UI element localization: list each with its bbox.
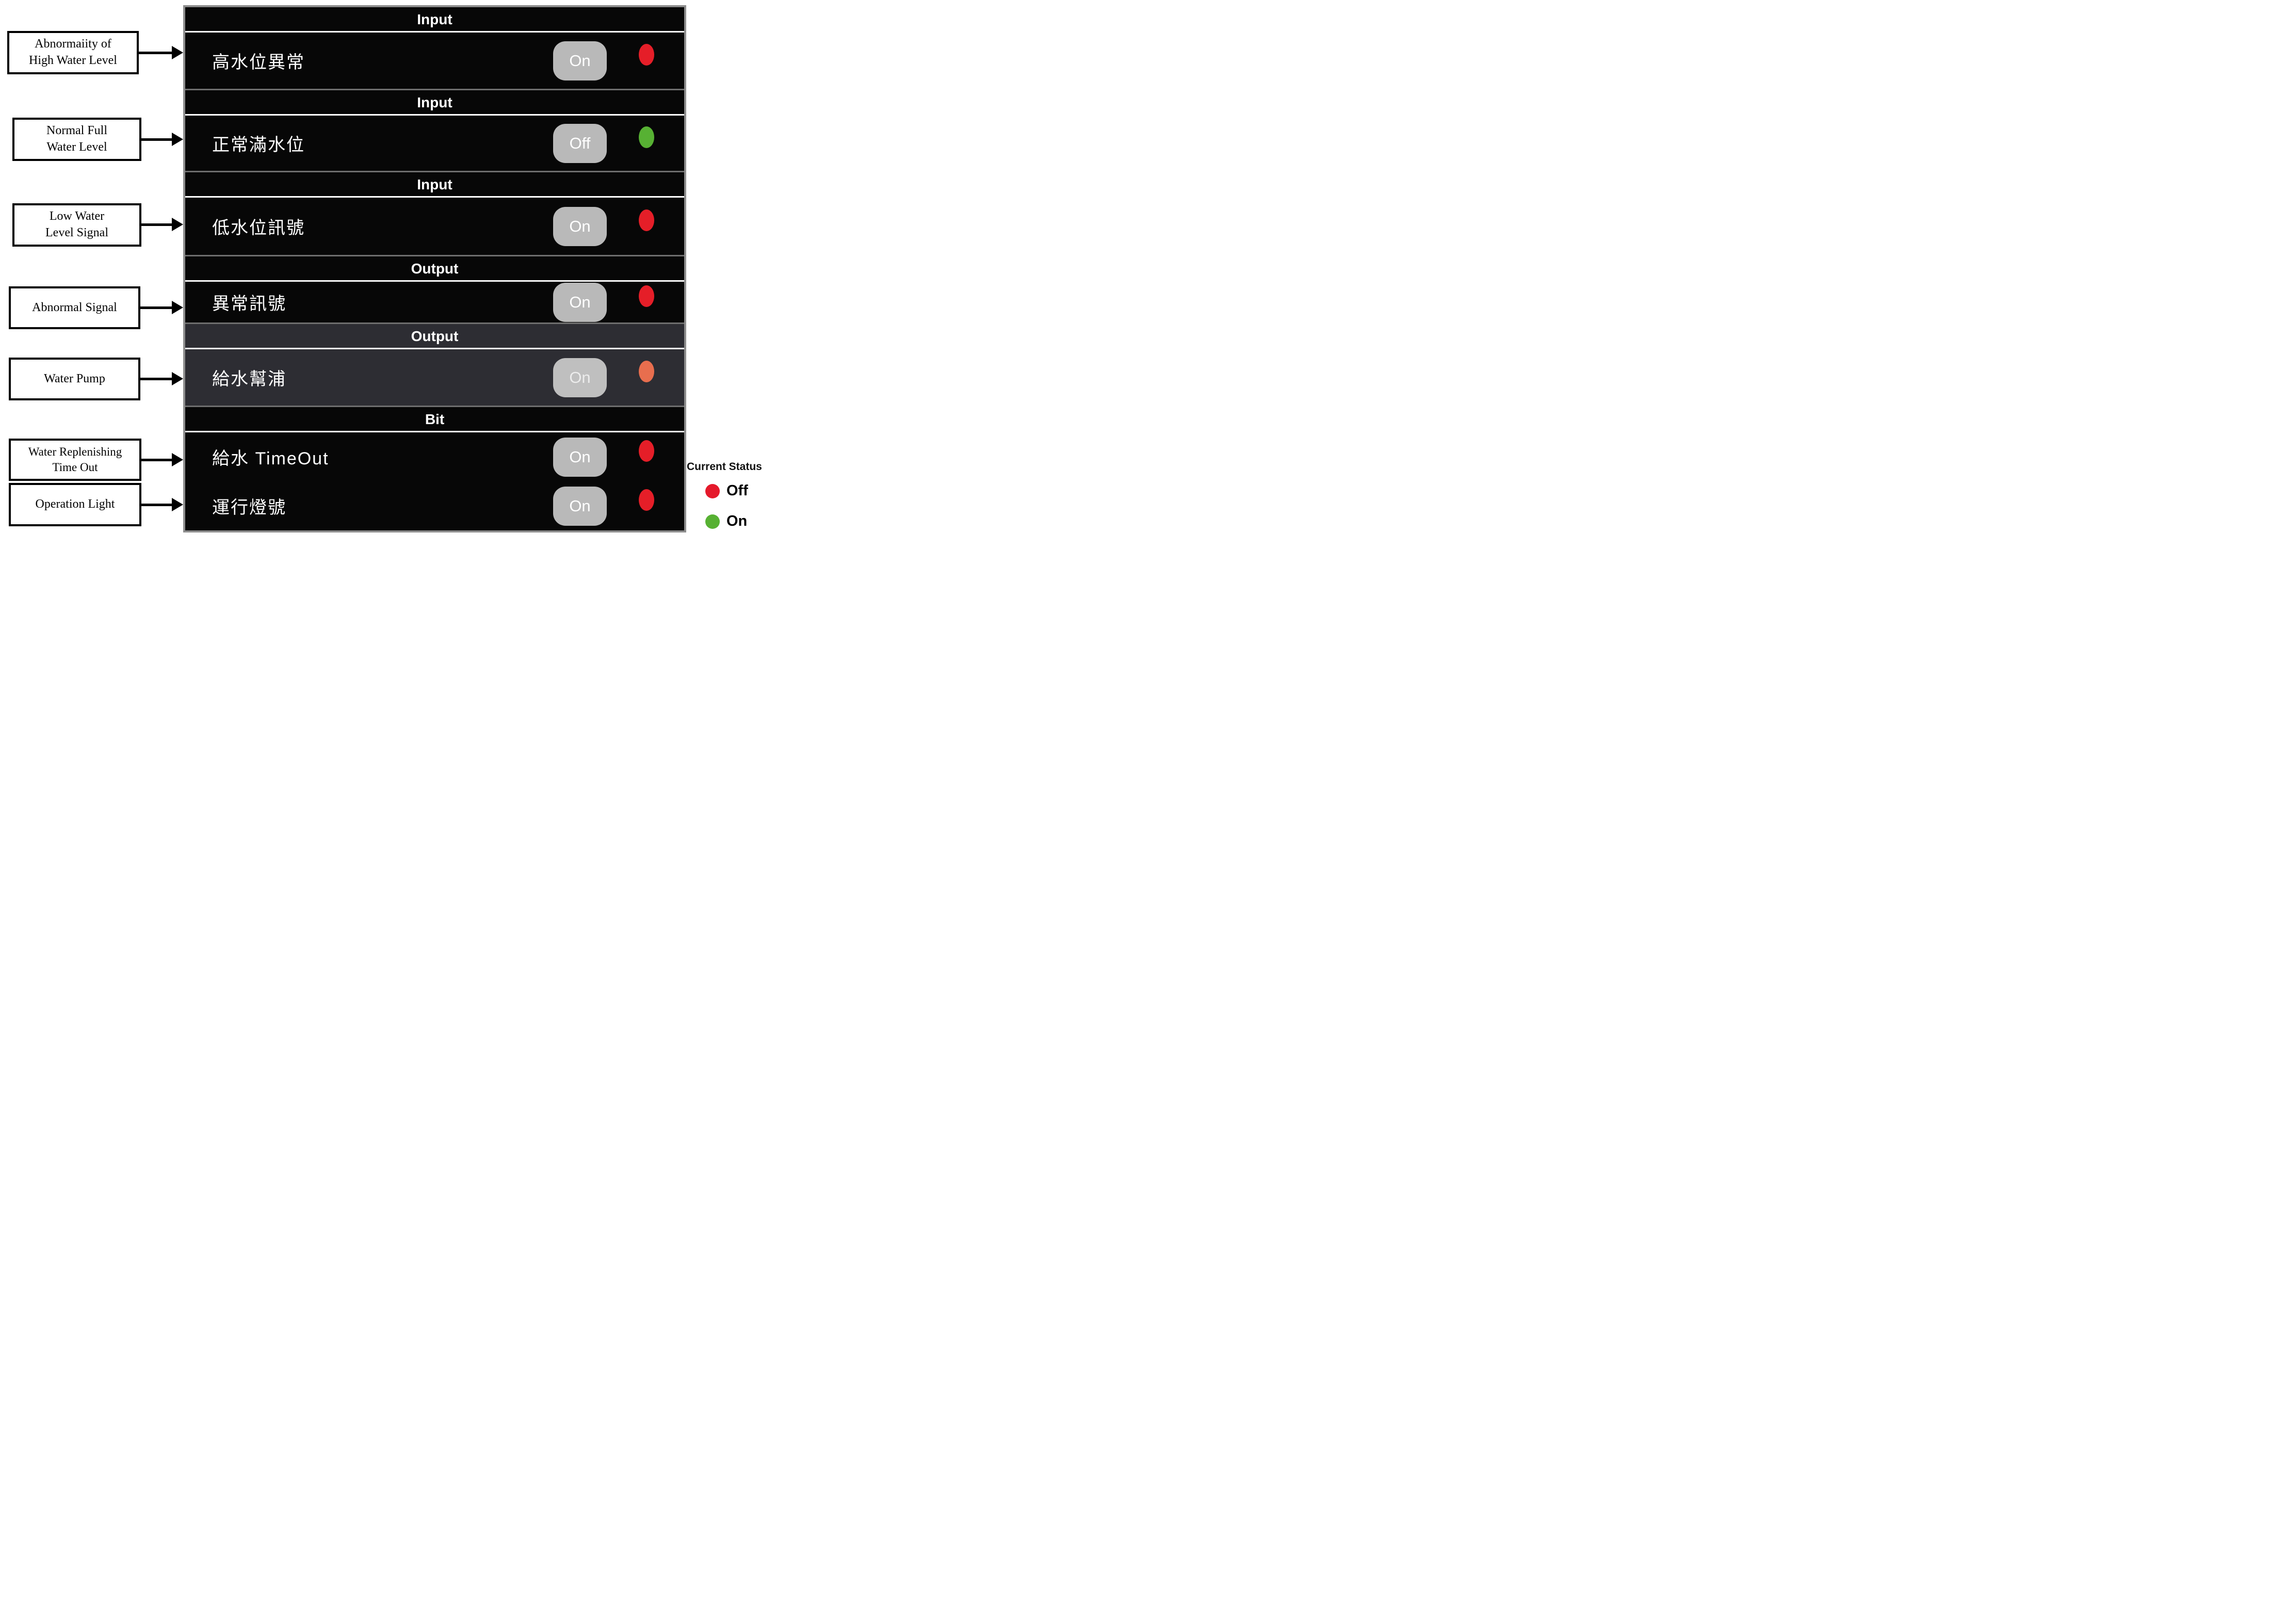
section-low-water-level-signal: Input 低水位訊號 On: [185, 171, 684, 255]
signal-row: 低水位訊號 On: [185, 198, 684, 255]
signal-label: 異常訊號: [212, 294, 286, 314]
status-light: [639, 43, 654, 66]
legend-label: Off: [726, 482, 748, 499]
signal-label: 給水 TimeOut: [212, 449, 329, 468]
signal-row: 高水位異常 On: [185, 33, 684, 89]
signal-label: 運行燈號: [212, 498, 286, 518]
annotation-high-water-abnormality: Abnormaiity of High Water Level: [7, 31, 139, 74]
status-light: [639, 126, 654, 148]
annotation-normal-full-water-level: Normal Full Water Level: [12, 118, 141, 161]
toggle-button[interactable]: On: [553, 282, 607, 322]
section-water-pump-highlighted: Output 給水幫浦 On: [185, 322, 684, 406]
arrow-icon: [140, 372, 183, 385]
section-header: Output: [411, 328, 459, 344]
section-normal-full-water-level: Input 正常滿水位 Off: [185, 89, 684, 171]
legend-item-on: On: [705, 513, 765, 530]
status-legend: Current Status Off On: [687, 461, 765, 530]
annotation-operation-light: Operation Light: [9, 483, 141, 526]
section-header: Output: [411, 261, 459, 277]
signal-row: 運行燈號 On: [185, 481, 684, 530]
signal-label: 低水位訊號: [212, 218, 305, 238]
section-header: Input: [417, 94, 452, 110]
arrow-icon: [141, 498, 183, 511]
arrow-icon: [139, 46, 183, 59]
arrow-icon: [141, 218, 183, 231]
section-header: Input: [417, 176, 452, 192]
section-divider: [185, 114, 684, 116]
toggle-button[interactable]: On: [553, 358, 607, 397]
arrow-icon: [141, 453, 183, 466]
toggle-button[interactable]: Off: [553, 123, 607, 163]
section-high-water-abnormality: Input 高水位異常 On: [185, 7, 684, 89]
section-header: Input: [417, 11, 452, 27]
green-status-icon: [705, 514, 720, 529]
status-light: [639, 209, 654, 231]
status-light: [639, 489, 654, 511]
section-header: Bit: [425, 411, 445, 427]
signal-label: 正常滿水位: [212, 135, 305, 155]
signal-row: 給水幫浦 On: [185, 349, 684, 406]
status-light: [639, 440, 654, 462]
signal-label: 給水幫浦: [212, 369, 286, 389]
status-panel: Input 高水位異常 On Input 正常滿水位 Off Input 低水位…: [183, 5, 686, 532]
arrow-icon: [140, 301, 183, 314]
water-system-status-diagram: Abnormaiity of High Water Level Normal F…: [0, 0, 765, 534]
signal-label: 高水位異常: [212, 53, 305, 72]
toggle-button[interactable]: On: [553, 206, 607, 246]
toggle-button[interactable]: On: [553, 486, 607, 526]
section-divider: [185, 31, 684, 33]
section-abnormal-signal: Output 異常訊號 On: [185, 255, 684, 322]
signal-row: 異常訊號 On: [185, 282, 684, 322]
signal-row: 正常滿水位 Off: [185, 116, 684, 171]
legend-item-off: Off: [705, 482, 765, 499]
toggle-button[interactable]: On: [553, 41, 607, 80]
toggle-button[interactable]: On: [553, 437, 607, 477]
section-divider: [185, 348, 684, 349]
annotation-abnormal-signal: Abnormal Signal: [9, 286, 140, 329]
status-light: [639, 360, 654, 382]
annotation-low-water-level-signal: Low Water Level Signal: [12, 203, 141, 247]
section-divider: [185, 431, 684, 432]
legend-title: Current Status: [687, 461, 762, 473]
annotation-water-pump: Water Pump: [9, 358, 140, 400]
arrow-icon: [141, 133, 183, 146]
signal-row: 給水 TimeOut On: [185, 432, 684, 481]
section-divider: [185, 280, 684, 282]
status-light: [639, 285, 654, 307]
section-bit: Bit 給水 TimeOut On 運行燈號 On: [185, 406, 684, 530]
section-divider: [185, 196, 684, 198]
red-status-icon: [705, 483, 720, 498]
legend-label: On: [726, 513, 748, 529]
annotation-water-replenishing-timeout: Water Replenishing Time Out: [9, 439, 141, 481]
